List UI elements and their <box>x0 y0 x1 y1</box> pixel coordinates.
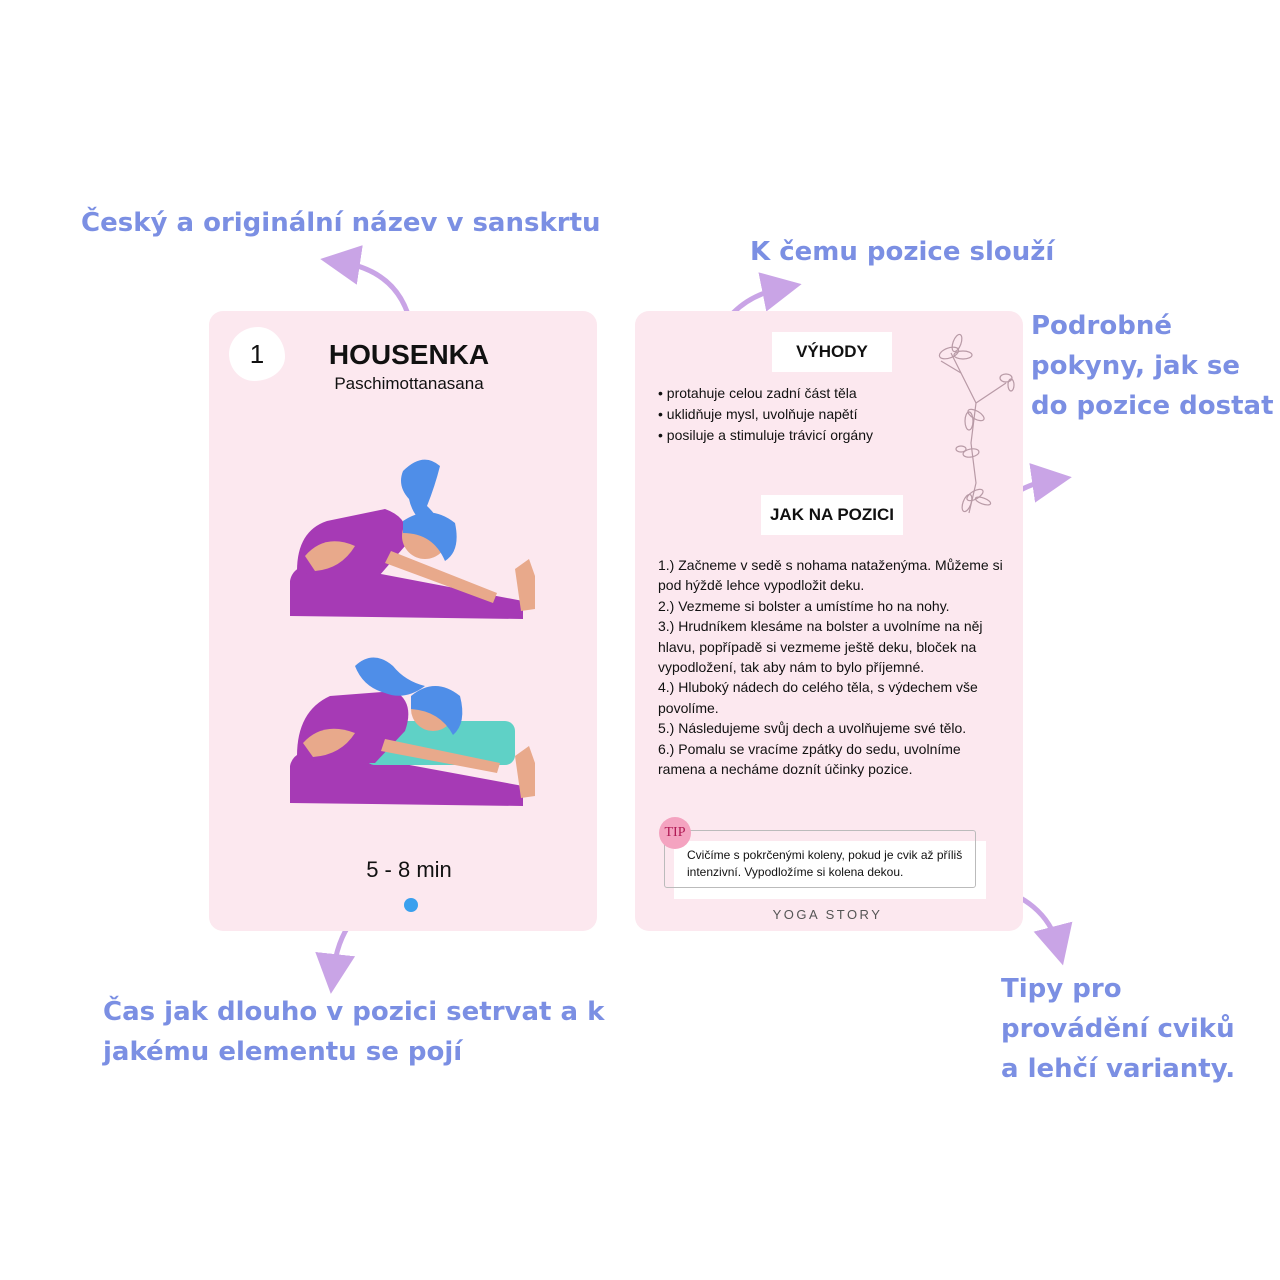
flower-sprig-icon <box>938 333 1015 514</box>
annotation-purpose: K čemu pozice slouží <box>750 237 1055 267</box>
element-dot-icon <box>404 898 418 912</box>
pose-illustration-bolster <box>290 657 535 806</box>
howto-heading: JAK NA POZICI <box>761 495 903 535</box>
steps-list: 1.) Začneme v sedě s nohama nataženýma. … <box>658 555 1003 779</box>
annotation-tips: Tipy pro provádění cviků a lehčí variant… <box>1001 974 1236 1084</box>
list-item: posiluje a stimuluje trávicí orgány <box>658 425 873 446</box>
pose-title: HOUSENKA <box>328 339 490 370</box>
list-item: 2.) Vezmeme si bolster a umístíme ho na … <box>658 597 950 614</box>
tip-badge: TIP <box>659 817 691 849</box>
list-item: 6.) Pomalu se vracíme zpátky do sedu, uv… <box>658 740 961 778</box>
list-item: uklidňuje mysl, uvolňuje napětí <box>658 404 873 425</box>
tip-box <box>674 841 986 899</box>
annotation-duration: Čas jak dlouho v pozici setrvat a k jaké… <box>103 997 605 1067</box>
pose-number: 1 <box>229 327 285 381</box>
tip-text: Cvičíme s pokrčenými koleny, pokud je cv… <box>687 848 963 879</box>
annotation-instructions: Podrobné pokyny, jak se do pozice dostat <box>1031 311 1274 421</box>
list-item: 3.) Hrudníkem klesáme na bolster a uvoln… <box>658 618 983 676</box>
pose-illustration-fold <box>290 459 535 619</box>
list-item: 5.) Následujeme svůj dech a uvolňujeme s… <box>658 720 967 737</box>
list-item: 4.) Hluboký nádech do celého těla, s výd… <box>658 679 978 716</box>
brand-logo: YOGA STORY <box>772 907 883 922</box>
list-item: 1.) Začneme v sedě s nohama nataženýma. … <box>658 557 1003 594</box>
card-back: VÝHODY protahuje celou zadní část těla u… <box>635 311 1023 931</box>
pose-sanskrit-name: Paschimottanasana <box>334 374 484 393</box>
benefits-heading: VÝHODY <box>772 332 892 372</box>
benefits-list: protahuje celou zadní část těla uklidňuj… <box>658 383 873 446</box>
list-item: protahuje celou zadní část těla <box>658 383 873 404</box>
annotation-name: Český a originální název v sanskrtu <box>81 208 601 238</box>
tip-frame <box>664 830 976 888</box>
card-front: 1 HOUSENKA Paschimottanasana 5 - 8 min <box>209 311 597 931</box>
pose-duration: 5 - 8 min <box>366 857 452 882</box>
